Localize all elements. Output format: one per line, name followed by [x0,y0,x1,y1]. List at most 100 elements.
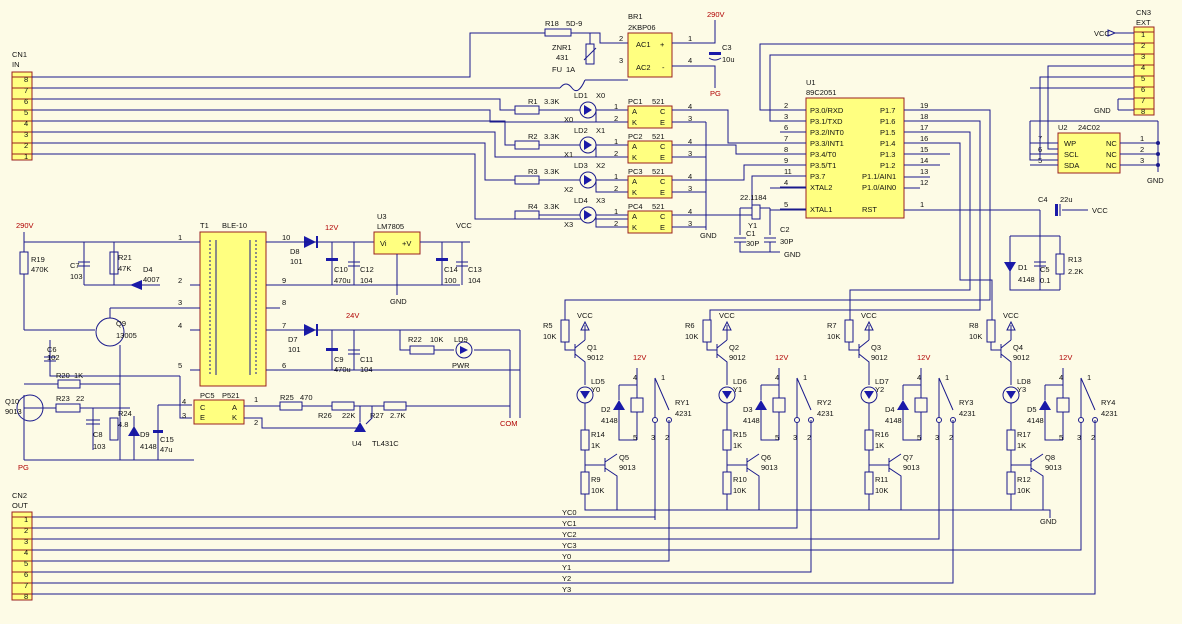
c11-ref: C11 [360,355,373,364]
cn2-pin-6: 6 [24,570,28,579]
opto-pin1: 1 [614,137,618,146]
mcu-left-pin-name: XTAL2 [810,183,832,192]
relay-coil [772,397,786,413]
collector-resistor-value: 1K [875,441,884,450]
cn1-pin-5: 5 [24,108,28,117]
c13-ref: C13 [468,265,482,274]
svg-text:1: 1 [178,233,182,242]
mcu-left-pin-num: 2 [784,101,788,110]
opto-a: A [632,212,637,221]
relay-pin2: 2 [1091,433,1095,442]
c12-value: 104 [360,276,373,285]
relay-pin1: 1 [945,373,949,382]
opto-part: 521 [652,167,665,176]
relay-pin1: 1 [661,373,665,382]
output-channel-1: R610KVCCQ29012LD6Y1R151KQ69013R1010KD341… [685,311,834,520]
mcu-left-pin-num: 6 [784,123,788,132]
y1-ref: Y1 [748,221,757,230]
c4-ref: C4 [1038,195,1048,204]
output-net-label-Y1: Y1 [562,563,571,572]
output-y-label: Y2 [875,385,884,394]
output-net-label-YC2: YC2 [562,530,577,539]
flyback-diode-value: 4148 [743,416,760,425]
cn3-pin-8: 8 [1141,107,1145,116]
u3-ref: U3 [377,212,387,221]
relay-ref: RY2 [817,398,831,407]
emitter-resistor [580,471,590,495]
cn3-pin-7: 7 [1141,96,1145,105]
d8-ref: D8 [290,247,300,256]
base-resistor [702,319,712,343]
d8-value: 101 [290,257,303,266]
vcc-output: VCC [719,311,735,320]
pnp-part: 9012 [1013,353,1030,362]
gnd-reg: GND [390,297,407,306]
cn2-pin-1: 1 [24,515,28,524]
input-x-label: X1 [596,126,605,135]
npn-ref: Q5 [619,453,629,462]
r19-ref: R19 [31,255,45,264]
mcu-output-wires [564,109,993,320]
opto-e: E [660,153,665,162]
relay-coil [630,397,644,413]
relay-ref: RY3 [959,398,973,407]
r26-ref: R26 [318,411,332,420]
fu-ref: FU [552,65,562,74]
cn2-pin-2: 2 [24,526,28,535]
opto-pin2: 2 [614,114,618,123]
r13-value: 2.2K [1068,267,1083,276]
r27-ref: R27 [370,411,384,420]
npn-part: 9013 [1045,463,1062,472]
flyback-diode-ref: D4 [885,405,895,414]
d1-ref: D1 [1018,263,1028,272]
relay-pin3: 3 [793,433,797,442]
power-supply: 290V R19 470K C7 103 R21 47K D4 4007 Q9 … [5,221,194,472]
relay-part: 4231 [959,409,976,418]
c15-ref: C15 [160,435,174,444]
base-resistor-value: 10K [685,332,698,341]
relay-pin3: 3 [1077,433,1081,442]
opto-pin3: 3 [688,184,692,193]
output-channel-0: R510KVCCQ19012LD5Y0R141KQ59013R910KD2414… [543,311,692,520]
mcu-right-pin-num: 15 [920,145,928,154]
p290-label-top: 290V [707,10,725,19]
relay-pin1: 1 [1087,373,1091,382]
u2-ref: U2 [1058,123,1068,132]
q9-value: 13005 [116,331,137,340]
mcu-left-pin-num: 9 [784,156,788,165]
cn3-pin-4: 4 [1141,63,1145,72]
gnd-u2: GND [1147,176,1164,185]
u3-part: LM7805 [377,222,404,231]
collector-resistor-ref: R14 [591,430,605,439]
opto-pin4: 4 [688,102,692,111]
r26-value: 22K [342,411,355,420]
p24-label: 24V [346,311,359,320]
base-resistor-ref: R6 [685,321,695,330]
u2-right-pin-name: NC [1106,150,1117,159]
svg-text:7: 7 [282,321,286,330]
d1-value: 4148 [1018,275,1035,284]
input-led [584,105,592,115]
emitter-resistor [864,471,874,495]
ext-connector-wires [759,32,1134,160]
emitter-resistor-value: 10K [1017,486,1030,495]
mcu-left-pin-name: P3.1/TXD [810,117,843,126]
mcu-left-pin-num: 7 [784,134,788,143]
pc5-k: K [232,413,237,422]
opto-k: K [632,188,637,197]
collector-resistor-value: 1K [591,441,600,450]
cn1-pin-3: 3 [24,130,28,139]
relay-pin5: 5 [917,433,921,442]
mcu-right-pin-num: 19 [920,101,928,110]
cn1-pin-4: 4 [24,119,28,128]
c5-value: 0.1 [1040,276,1050,285]
input-resistor-value: 3.3K [544,97,559,106]
q9-ref: Q9 [116,319,126,328]
r27-value: 2.7K [390,411,405,420]
input-led-ref: LD3 [574,161,588,170]
input-resistor-value: 3.3K [544,202,559,211]
